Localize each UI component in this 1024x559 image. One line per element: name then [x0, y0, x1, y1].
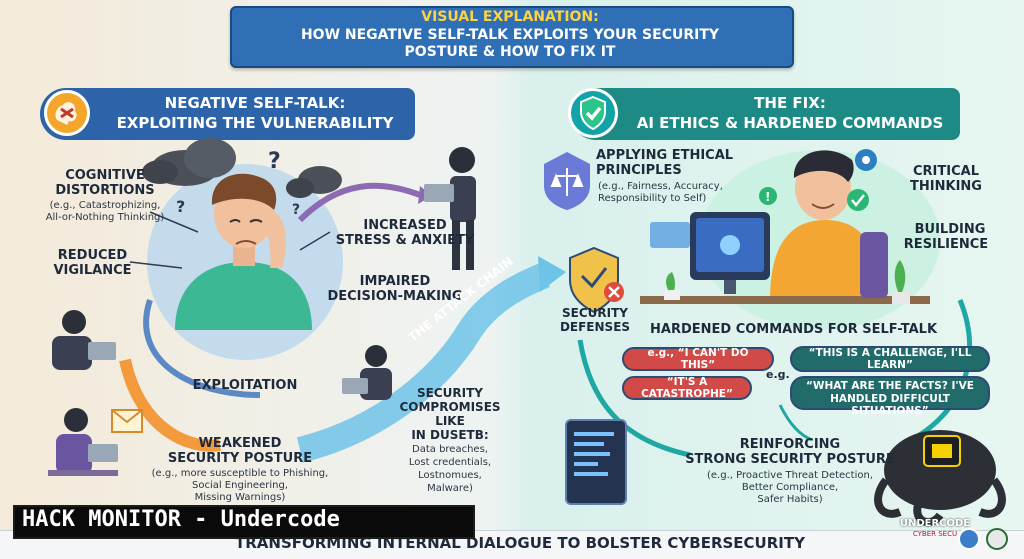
ethical-note-line2: Responsibility to Self)	[598, 193, 707, 204]
impaired-line2: DECISION-MAKING	[327, 289, 463, 304]
hacker-middle	[342, 345, 392, 400]
right-panel-banner	[570, 88, 960, 140]
security-defenses-shield	[569, 246, 624, 314]
defenses-line2: DEFENSES	[559, 320, 631, 334]
stress-line1: INCREASED	[363, 218, 447, 233]
hack-monitor-banner	[13, 505, 475, 539]
weakened-note-line2: Social Engineering,	[191, 480, 288, 491]
left-panel-title-line2: EXPLOITING THE VULNERABILITY	[116, 114, 394, 132]
fix-person	[640, 150, 930, 304]
critical-thinking-line1: CRITICAL	[913, 164, 979, 179]
fix-arrow-3	[778, 404, 813, 442]
negative-bubble-1: e.g., “I CAN'T DO THIS”	[622, 347, 774, 371]
right-panel-title-line2: AI ETHICS & HARDENED COMMANDS	[636, 114, 944, 132]
eg-label: e.g.	[766, 368, 790, 381]
header-kicker: VISUAL EXPLANATION:	[421, 9, 599, 25]
weakened-arrow	[119, 358, 221, 452]
impaired-line1: IMPAIRED	[359, 274, 431, 289]
compromises-item3: Lostnomues,	[418, 470, 482, 481]
badge-icon-1	[958, 528, 980, 550]
compromises-item2: Lost credentials,	[408, 457, 492, 468]
desk-monitor	[650, 212, 770, 294]
reinforcing-note-line2: Better Compliance,	[741, 482, 839, 493]
reinforcing-note-line1: (e.g., Proactive Threat Detection,	[706, 470, 874, 481]
cognitive-note-line1: (e.g., Catastrophizing,	[49, 200, 161, 211]
header-ribbon	[230, 6, 794, 68]
resilience-line2: RESILIENCE	[903, 237, 989, 252]
ethical-note-line1: (e.g., Fairness, Accuracy,	[598, 181, 723, 192]
storm-cloud	[142, 138, 342, 198]
positive-bubble-2-line2: HANDLED DIFFICULT SITUATIONS”	[830, 393, 950, 417]
question-mark-3: ?	[292, 202, 300, 218]
stress-line2: STRESS & ANXIETY	[335, 233, 475, 248]
weakened-note-line3: Missing Warnings)	[194, 492, 286, 503]
worried-person	[175, 173, 312, 330]
fix-arrow-1	[577, 339, 691, 458]
alert-icon	[759, 187, 777, 205]
defenses-line1: SECURITY	[562, 306, 628, 320]
ethical-title-line2: PRINCIPLES	[596, 163, 682, 178]
attack-chain-band	[296, 262, 550, 463]
hack-monitor-label: HACK MONITOR - Undercode	[22, 507, 340, 532]
badge-icon-2	[986, 528, 1008, 550]
right-panel-title-line1: THE FIX:	[754, 94, 826, 112]
hacker-left	[52, 310, 116, 370]
cognitive-title-line1: COGNITIVE	[65, 168, 145, 183]
undercode-logo-line2: CYBER SECU	[912, 530, 958, 538]
question-mark-2: ?	[176, 197, 185, 216]
cognitive-title-line2: DISTORTIONS	[55, 183, 155, 198]
brain-alert-icon	[44, 90, 90, 136]
exploitation-arrow	[143, 299, 261, 398]
weakened-note-line1: (e.g., more susceptible to Phishing,	[151, 468, 329, 479]
hacker-bottom	[48, 408, 118, 476]
positive-bubble-1: “THIS IS A CHALLENGE, I'LL LEARN”	[790, 346, 990, 372]
reinforcing-title-line2: STRONG SECURITY POSTURE	[685, 452, 895, 467]
header-title-line2: POSTURE & HOW TO FIX IT	[404, 44, 616, 60]
negative-bubble-2: “IT'S A CATASTROPHE”	[622, 376, 752, 400]
reduced-vigilance-line1: REDUCED	[57, 248, 128, 263]
reduced-vigilance-line2: VIGILANCE	[53, 263, 132, 278]
compromises-item1: Data breaches,	[412, 444, 488, 455]
check-icon	[847, 189, 869, 211]
weakened-title-line2: SECURITY POSTURE	[167, 451, 313, 466]
hardened-commands-title: HARDENED COMMANDS FOR SELF-TALK	[650, 322, 938, 337]
header-title-line1: HOW NEGATIVE SELF-TALK EXPLOITS YOUR SEC…	[300, 27, 720, 43]
undercode-logo-line1: UNDERCODE	[899, 518, 971, 529]
compromises-title-line3: LIKE	[435, 414, 465, 428]
octopus-mascot	[874, 430, 1006, 527]
shield-check-icon	[568, 88, 618, 138]
ethical-title-line1: APPLYING ETHICAL	[596, 148, 734, 163]
cognitive-note-line2: All-or-Nothing Thinking)	[45, 212, 165, 223]
critical-thinking-line2: THINKING	[910, 179, 982, 194]
svg-text:!: !	[765, 190, 770, 204]
phishing-envelope-icon	[111, 409, 143, 433]
compromises-title-line2: COMPROMISES	[399, 400, 501, 414]
compromises-item4: Malware)	[427, 483, 473, 494]
attack-chain-head	[538, 256, 566, 292]
weakened-title-line1: WEAKENED	[198, 436, 282, 451]
compromises-title-line4: IN DUSETB:	[411, 428, 489, 442]
exploitation-label: EXPLOITATION	[192, 378, 298, 393]
reinforcing-note-line3: Safer Habits)	[757, 494, 823, 505]
stress-arrow	[297, 182, 422, 223]
positive-bubble-2-line1: “WHAT ARE THE FACTS? I'VE	[806, 380, 974, 392]
compromises-title-line1: SECURITY	[417, 386, 483, 400]
question-mark-1: ?	[268, 149, 281, 174]
plant-right	[892, 260, 910, 304]
positive-bubble-2	[790, 376, 990, 410]
left-panel-title-line1: NEGATIVE SELF-TALK:	[164, 94, 346, 112]
reinforcing-title-line1: REINFORCING	[739, 437, 841, 452]
hacker-standing	[424, 147, 476, 270]
plant-left	[664, 272, 680, 300]
code-screen	[565, 419, 627, 505]
scale-icon	[544, 152, 590, 210]
resilience-line1: BUILDING	[914, 222, 986, 237]
left-panel-banner	[40, 88, 415, 140]
